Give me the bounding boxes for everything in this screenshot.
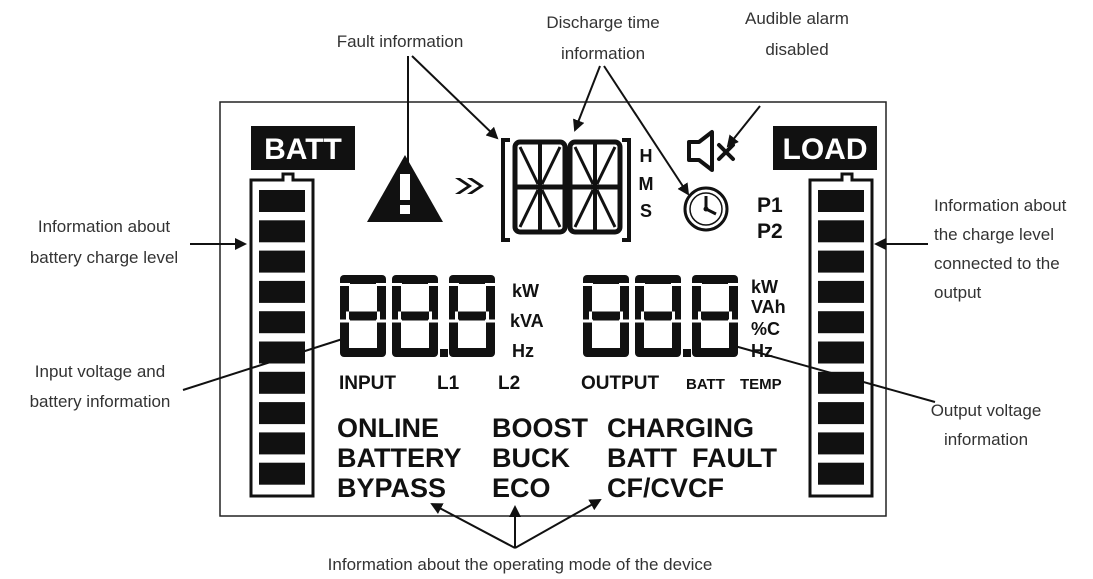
multi-segment-digit xyxy=(512,139,568,235)
level-segment xyxy=(818,250,864,273)
level-segment xyxy=(818,311,864,334)
double-chevron-icon xyxy=(455,178,484,194)
mode-buck: BUCK xyxy=(492,443,570,473)
speaker-muted-icon xyxy=(687,130,735,172)
callout-input-line2: battery information xyxy=(30,392,171,411)
batt-badge-label: BATT xyxy=(264,133,342,166)
callout-batt-level-line1: Information about xyxy=(38,217,171,236)
batt-badge xyxy=(251,126,355,170)
phase-l1-label: L1 xyxy=(437,373,460,394)
level-segment xyxy=(818,220,864,243)
seven-segment-digit xyxy=(691,275,739,357)
callout-load-level-line1: Information about xyxy=(934,196,1067,215)
level-segment xyxy=(259,311,305,334)
program-p2: P2 xyxy=(757,220,783,243)
callout-mode: Information about the operating mode of … xyxy=(328,555,713,574)
level-segment xyxy=(818,190,864,212)
callout-output-line2: information xyxy=(944,430,1028,449)
program-p1: P1 xyxy=(757,194,783,217)
decimal-point xyxy=(440,349,448,357)
level-segment xyxy=(818,371,864,394)
seven-segment-digit xyxy=(391,275,439,357)
load-badge xyxy=(773,126,877,170)
callout-batt-level-line2: battery charge level xyxy=(30,248,178,267)
input-unit-kva: kVA xyxy=(510,311,544,331)
callout-discharge-line2: information xyxy=(561,44,645,63)
callout-output-line1: Output voltage xyxy=(931,401,1042,420)
lcd-frame xyxy=(219,101,887,517)
input-value-digits xyxy=(339,275,496,357)
clock-icon xyxy=(683,186,729,232)
level-segment xyxy=(259,341,305,364)
level-segment xyxy=(259,432,305,455)
seven-segment-digit xyxy=(582,275,630,357)
input-unit-kw: kW xyxy=(512,281,539,301)
mode-charging: CHARGING xyxy=(607,413,754,443)
output-label: OUTPUT xyxy=(581,373,660,394)
level-segment xyxy=(818,432,864,455)
output-unit-kw: kW xyxy=(751,277,778,297)
input-label: INPUT xyxy=(339,373,396,394)
load-badge-label: LOAD xyxy=(783,133,868,166)
output-unit-percent-c: %C xyxy=(751,319,780,339)
callout-load-level-line2: the charge level xyxy=(934,225,1054,244)
level-segment xyxy=(818,280,864,303)
warning-triangle-icon xyxy=(367,155,443,222)
output-unit-hz: Hz xyxy=(751,341,773,361)
decimal-point xyxy=(683,349,691,357)
level-segment xyxy=(259,190,305,212)
mode-battery: BATTERY xyxy=(337,443,462,473)
seven-segment-digit xyxy=(339,275,387,357)
callout-load-level-line3: connected to the xyxy=(934,254,1060,273)
callout-discharge-line1: Discharge time xyxy=(546,13,659,32)
level-segment xyxy=(259,402,305,425)
level-segment xyxy=(818,462,864,485)
multi-segment-digit xyxy=(567,139,623,235)
level-segment xyxy=(259,220,305,243)
mode-online: ONLINE xyxy=(337,413,439,443)
battery-level-bar xyxy=(249,172,315,498)
seven-segment-digit xyxy=(634,275,682,357)
level-segment xyxy=(259,462,305,485)
time-unit-s: S xyxy=(640,201,652,221)
level-segment xyxy=(259,371,305,394)
level-segment xyxy=(259,280,305,303)
callout-input-line1: Input voltage and xyxy=(35,362,165,381)
level-segment xyxy=(259,250,305,273)
load-level-bar xyxy=(808,172,874,498)
input-unit-hz: Hz xyxy=(512,341,534,361)
seven-segment-digit xyxy=(448,275,496,357)
mode-batt-fault: BATT FAULT xyxy=(607,443,777,473)
output-value-digits xyxy=(582,275,739,357)
mode-bypass: BYPASS xyxy=(337,473,446,503)
time-unit-h: H xyxy=(640,146,653,166)
level-segment xyxy=(818,341,864,364)
phase-l2-label: L2 xyxy=(498,373,520,394)
temp-label: TEMP xyxy=(740,376,782,393)
callout-fault: Fault information xyxy=(337,32,464,51)
mode-boost: BOOST xyxy=(492,413,589,443)
time-unit-m: M xyxy=(639,174,654,194)
mode-eco: ECO xyxy=(492,473,551,503)
output-unit-vah: VAh xyxy=(751,297,786,317)
discharge-time-digits xyxy=(512,139,623,235)
callout-alarm-line1: Audible alarm xyxy=(745,9,849,28)
level-segment xyxy=(818,402,864,425)
batt-small-label: BATT xyxy=(686,376,725,393)
callout-load-level-line4: output xyxy=(934,283,982,302)
callout-alarm-line2: disabled xyxy=(765,40,828,59)
mode-cf-cvcf: CF/CVCF xyxy=(607,473,724,503)
time-bracket-right xyxy=(622,138,631,242)
time-bracket-left xyxy=(501,138,510,242)
